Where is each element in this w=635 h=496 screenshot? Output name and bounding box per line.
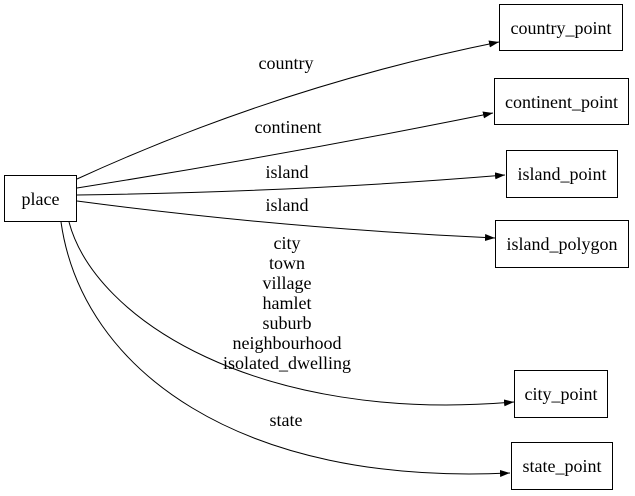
edge-label-village: village	[262, 273, 312, 293]
node-city_point-label: city_point	[524, 384, 598, 404]
edge-place-continent_point	[76, 111, 494, 189]
edge-label-suburb: suburb	[262, 313, 312, 333]
edge-label-hamlet: hamlet	[262, 293, 312, 313]
edge-label-neighbourhood: neighbourhood	[232, 333, 342, 353]
node-state_point: state_point	[511, 442, 613, 490]
edge-label-isolated_dwelling: isolated_dwelling	[223, 353, 351, 373]
node-island_point-label: island_point	[517, 164, 607, 184]
edge-place-country_point	[76, 40, 500, 180]
edge-label-country: country	[258, 53, 314, 73]
node-country_point-label: country_point	[510, 17, 612, 38]
edge-label-island-1: island	[265, 162, 309, 182]
edge-label-city: city	[273, 233, 301, 253]
node-state_point-label: state_point	[522, 456, 602, 476]
node-island_polygon-label: island_polygon	[506, 234, 618, 254]
edge-label-city-list: city town village hamlet suburb neighbou…	[223, 233, 351, 373]
node-city_point: city_point	[514, 370, 608, 418]
node-continent_point-label: continent_point	[505, 91, 618, 112]
edge-label-town: town	[268, 253, 305, 273]
node-country_point: country_point	[499, 4, 623, 51]
edge-place-island_polygon	[76, 200, 496, 242]
edge-place-city_point	[68, 221, 515, 407]
node-place: place	[4, 175, 77, 222]
edge-label-island-2: island	[265, 195, 309, 215]
node-place-label: place	[21, 188, 60, 209]
node-island_polygon: island_polygon	[495, 220, 629, 268]
edge-label-continent: continent	[254, 117, 322, 137]
edge-label-state: state	[269, 410, 303, 430]
node-island_point: island_point	[506, 150, 618, 198]
node-continent_point: continent_point	[494, 78, 629, 125]
edge-place-island_point	[76, 172, 506, 196]
edge-place-state_point	[60, 221, 511, 477]
